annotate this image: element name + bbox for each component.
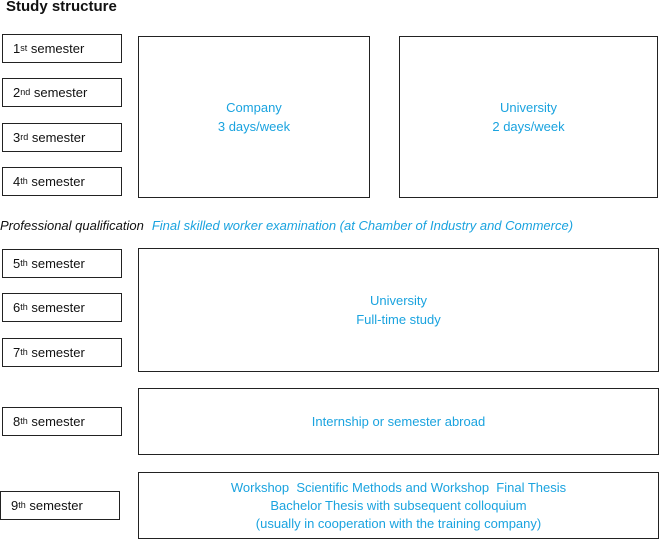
- university-box: University 2 days/week: [399, 36, 658, 198]
- fulltime-subtitle: Full-time study: [356, 312, 441, 327]
- fulltime-title: University: [369, 293, 428, 308]
- semester-suffix: th: [20, 301, 28, 312]
- semester-number: 4: [13, 174, 21, 189]
- thesis-workshops: Workshop Scientific Methods and Workshop…: [230, 479, 567, 495]
- semester-suffix: th: [20, 346, 28, 357]
- semester-number: 7: [13, 345, 21, 360]
- semester-number: 6: [13, 300, 21, 315]
- thesis-box: Workshop Scientific Methods and Workshop…: [138, 472, 659, 539]
- semester-number: 9: [11, 498, 19, 513]
- semester-word: semester: [31, 256, 85, 271]
- qualification-label: Professional qualification: [0, 218, 144, 233]
- semester-word: semester: [31, 414, 85, 429]
- professional-qualification: Professional qualification Final skilled …: [0, 218, 660, 233]
- semester-suffix: th: [20, 175, 28, 186]
- internship-text: Internship or semester abroad: [311, 414, 486, 429]
- semester-suffix: st: [20, 42, 28, 53]
- company-box: Company 3 days/week: [138, 36, 370, 198]
- semester-suffix: nd: [20, 86, 31, 97]
- semester-word: semester: [31, 130, 86, 145]
- semester-word: semester: [31, 174, 85, 189]
- semester-suffix: th: [20, 415, 28, 426]
- semester-number: 8: [13, 414, 21, 429]
- qualification-text: Final skilled worker examination (at Cha…: [151, 218, 574, 233]
- semester-word: semester: [29, 498, 83, 513]
- semester-suffix: rd: [20, 131, 29, 142]
- semester-suffix: th: [20, 257, 28, 268]
- thesis-cooperation: (usually in cooperation with the trainin…: [255, 515, 542, 531]
- university-schedule: 2 days/week: [492, 119, 565, 134]
- semester-number: 3: [13, 130, 21, 145]
- fulltime-study-box: University Full-time study: [138, 248, 659, 372]
- semester-number: 2: [13, 85, 21, 100]
- semester-number: 1: [13, 41, 21, 56]
- university-title: University: [499, 100, 558, 115]
- semester-word: semester: [33, 85, 88, 100]
- semester-word: semester: [30, 41, 85, 56]
- thesis-colloquium: Bachelor Thesis with subsequent colloqui…: [270, 497, 527, 513]
- semester-word: semester: [31, 345, 85, 360]
- semester-number: 5: [13, 256, 21, 271]
- page-title: Study structure: [6, 0, 117, 15]
- internship-box: Internship or semester abroad: [138, 388, 659, 455]
- company-schedule: 3 days/week: [217, 119, 291, 134]
- semester-suffix: th: [18, 499, 26, 510]
- semester-word: semester: [31, 300, 85, 315]
- company-title: Company: [226, 100, 282, 115]
